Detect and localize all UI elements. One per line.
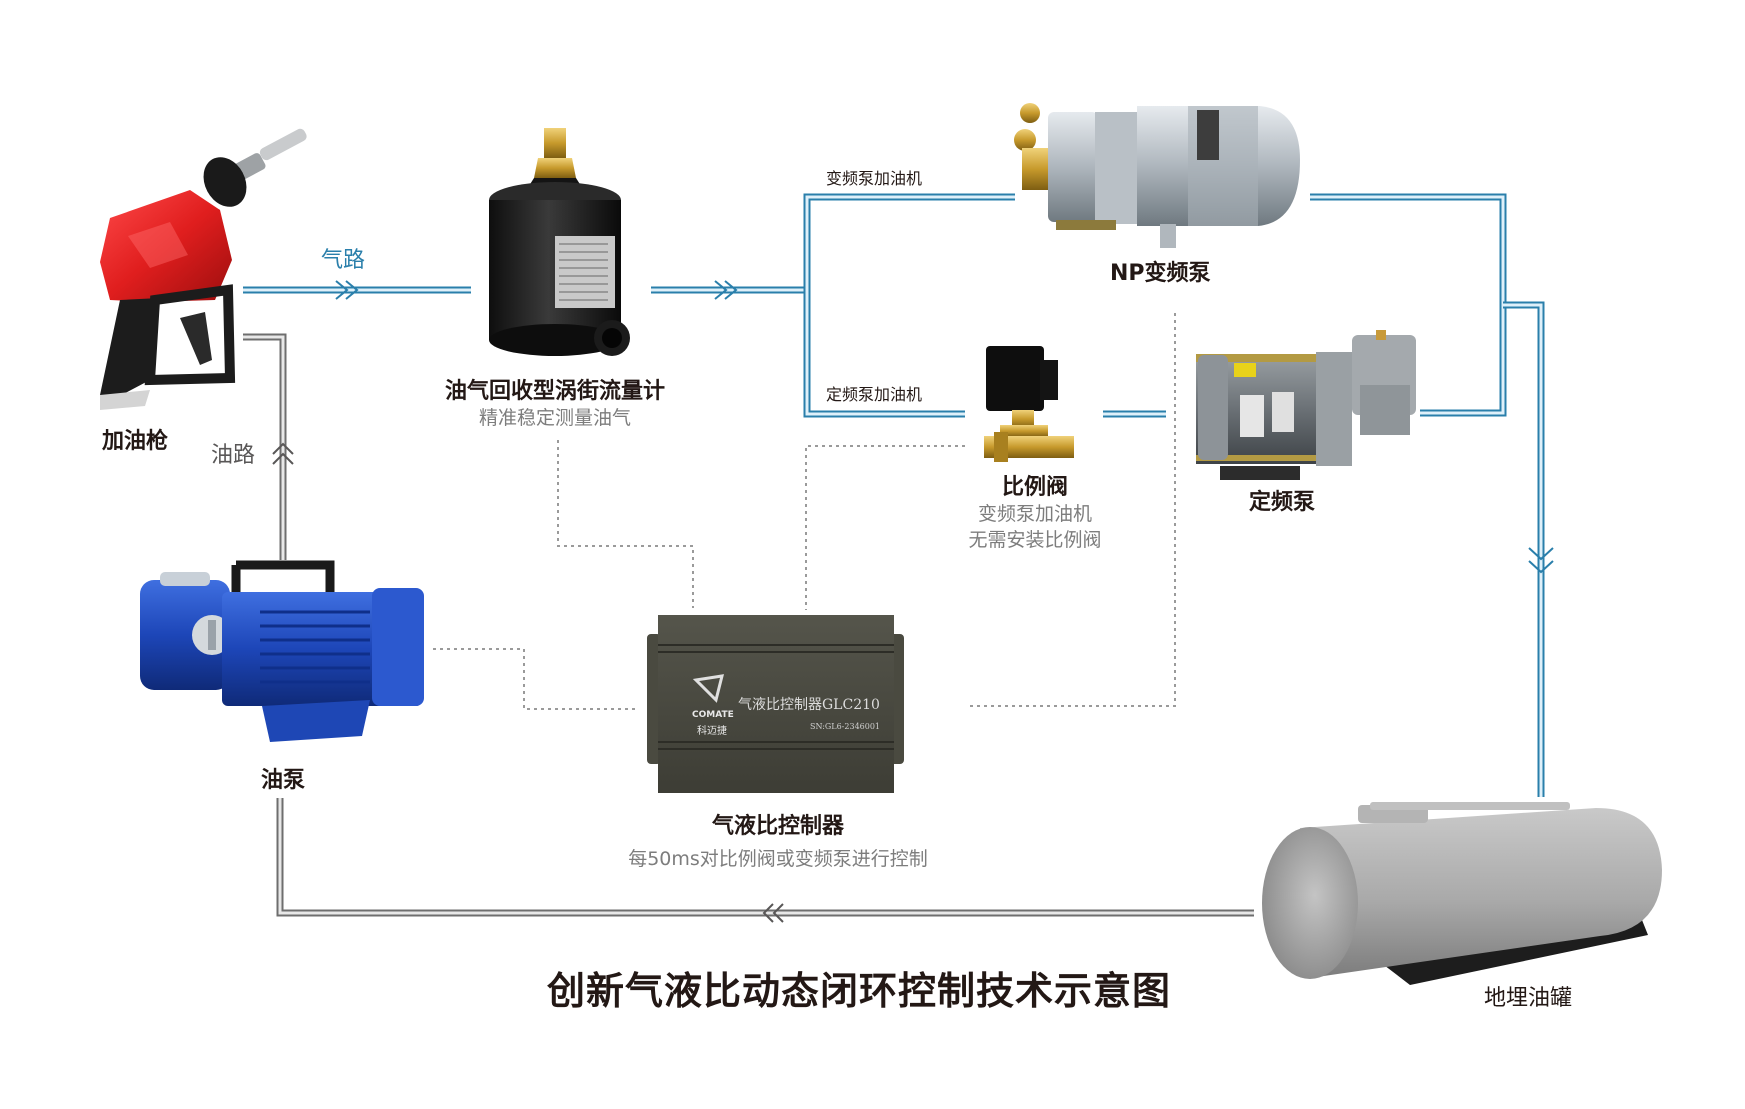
flowmeter-note: 精准稳定测量油气 xyxy=(478,407,631,429)
oil-pipe-network xyxy=(243,333,1254,917)
fuel-nozzle-image xyxy=(100,128,307,410)
np-variable-pump-image xyxy=(1014,103,1300,248)
oil-pump-image xyxy=(140,560,424,742)
air-flow-arrow-1 xyxy=(335,280,359,300)
air-pipe-network xyxy=(243,193,1545,797)
pipe-core xyxy=(805,195,1015,416)
pipe-core xyxy=(278,798,1254,915)
glc210-controller-image xyxy=(647,615,904,793)
pipe-core xyxy=(1503,303,1543,797)
signal-line-network xyxy=(433,313,1176,710)
oil-flow-label: 油路 xyxy=(211,443,256,468)
air-flow-label: 气路 xyxy=(321,248,366,273)
controller-brand-cn: 科迈捷 xyxy=(697,726,727,737)
proportional-valve-image xyxy=(984,346,1074,462)
oil-flow-arrow-left xyxy=(762,903,784,923)
fixed-pump-label: 定频泵 xyxy=(1249,490,1316,515)
controller-device-label: 气液比控制器GLC210 xyxy=(738,697,880,713)
signal-line-pumps xyxy=(966,313,1176,707)
oil-pipe-tank-to-pump xyxy=(276,798,1254,917)
branch-variable-label: 变频泵加油机 xyxy=(826,169,923,188)
controller-label: 气液比控制器 xyxy=(711,814,844,839)
pipe-core xyxy=(243,335,285,560)
signal-line-flowmeter xyxy=(557,440,694,608)
air-flow-arrow-down xyxy=(1528,547,1554,574)
air-flow-arrow-2 xyxy=(714,280,738,300)
diagram-title: 创新气液比动态闭环控制技术示意图 xyxy=(547,969,1172,1013)
valve-note-line1: 变频泵加油机 xyxy=(977,503,1092,525)
signal-line-oil-pump xyxy=(433,648,638,710)
flowmeter-caption: 油气回收型涡街流量计 精准稳定测量油气 xyxy=(405,373,705,431)
oil-flow-arrow-up xyxy=(272,442,294,465)
flowmeter-label: 油气回收型涡街流量计 xyxy=(444,379,665,404)
oil-pipe-pump-to-nozzle xyxy=(243,333,287,560)
controller-caption: 气液比控制器 每50ms对比例阀或变频泵进行控制 xyxy=(598,808,958,872)
valve-label: 比例阀 xyxy=(1001,475,1068,500)
np-pump-label: NP变频泵 xyxy=(1110,261,1211,286)
controller-brand-en: COMATE xyxy=(692,710,734,720)
valve-note-line2: 无需安装比例阀 xyxy=(968,529,1102,551)
vortex-flowmeter-image xyxy=(489,128,630,356)
air-pipe-collector-to-tank xyxy=(1503,301,1545,797)
controller-serial: SN:GL6-2346001 xyxy=(810,722,881,731)
valve-caption: 比例阀 变频泵加油机 无需安装比例阀 xyxy=(920,469,1150,553)
fixed-frequency-pump-image xyxy=(1196,330,1416,480)
nozzle-label: 加油枪 xyxy=(102,429,169,454)
oil-pump-label: 油泵 xyxy=(261,768,306,793)
air-pipe-branch-variable xyxy=(803,193,1015,418)
branch-fixed-label: 定频泵加油机 xyxy=(826,385,923,404)
signal-line-valve xyxy=(805,445,965,610)
underground-tank-image xyxy=(1262,802,1662,985)
tank-label: 地埋油罐 xyxy=(1484,986,1573,1011)
controller-note: 每50ms对比例阀或变频泵进行控制 xyxy=(628,848,928,870)
